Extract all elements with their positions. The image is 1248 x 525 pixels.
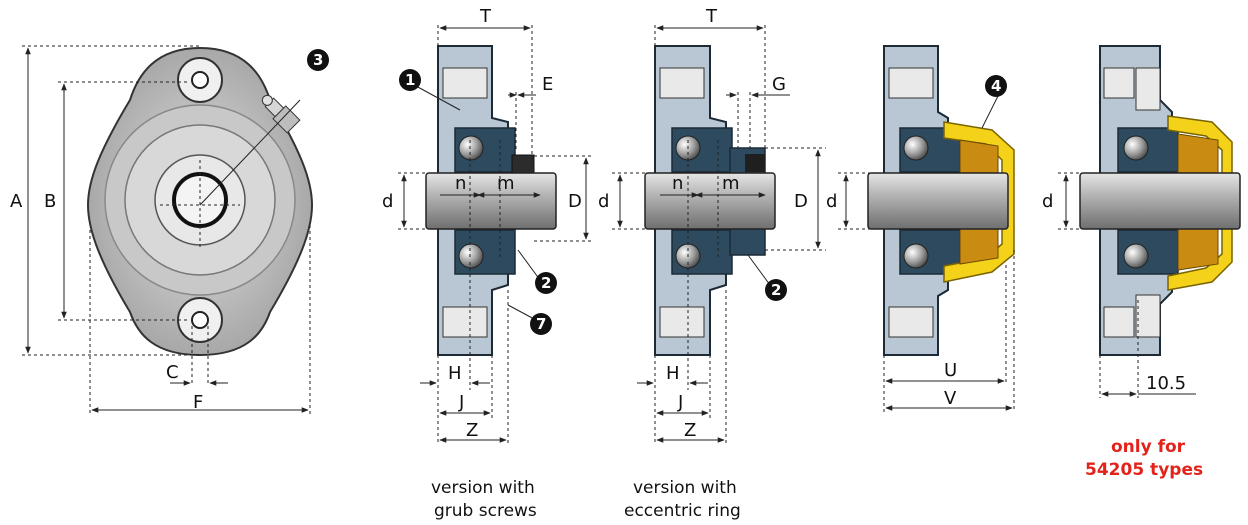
bore <box>172 172 228 228</box>
dim-label-B: B <box>44 191 56 212</box>
dim-label-Z-1: Z <box>466 420 478 441</box>
note-only-for: only for <box>1111 437 1186 457</box>
callout-2-grub <box>535 272 557 294</box>
dim-label-G: G <box>772 74 786 95</box>
dim-label-D-2: D <box>794 191 808 212</box>
dim-label-U: U <box>944 360 957 381</box>
dim-label-m-2: m <box>722 173 740 194</box>
dim-label-n-1: n <box>455 173 466 194</box>
section-eccentric-ring-version <box>612 25 826 445</box>
section-54205-types <box>1058 45 1241 398</box>
dim-label-E: E <box>542 74 553 95</box>
note-54205-types: 54205 types <box>1085 460 1203 480</box>
callout-3 <box>307 49 329 71</box>
dim-label-J-2: J <box>677 392 683 413</box>
caption-grub-line2: grub screws <box>434 501 537 521</box>
dim-label-H-2: H <box>666 363 680 384</box>
front-view <box>22 45 314 415</box>
dim-label-m-1: m <box>497 173 515 194</box>
callout-2-grub-number: 2 <box>541 274 551 292</box>
callout-3-number: 3 <box>313 51 323 69</box>
callout-1 <box>399 69 421 91</box>
callout-4-number: 4 <box>991 77 1001 95</box>
section-grub-screw-version <box>398 25 592 445</box>
callout-7-number: 7 <box>536 315 546 333</box>
dim-label-d-2: d <box>598 191 609 212</box>
callout-1-number: 1 <box>405 71 415 89</box>
dim-label-F: F <box>193 392 203 413</box>
callout-2-eccentric-number: 2 <box>771 281 781 299</box>
dim-label-A: A <box>10 191 23 212</box>
grease-nipple <box>261 94 301 134</box>
callout-4 <box>985 75 1007 97</box>
dim-label-C: C <box>166 362 179 383</box>
dim-label-D-1: D <box>568 191 582 212</box>
dim-label-T-2: T <box>705 6 718 27</box>
dim-label-d-1: d <box>382 191 393 212</box>
section-with-cover <box>838 45 1015 412</box>
callout-7 <box>530 313 552 335</box>
dim-label-d-3: d <box>826 191 837 212</box>
dim-label-d-4: d <box>1042 191 1053 212</box>
callout-2-eccentric <box>765 279 787 301</box>
dim-label-J-1: J <box>458 392 464 413</box>
dim-label-T-1: T <box>479 6 492 27</box>
dim-label-n-2: n <box>672 173 683 194</box>
dim-label-10-5: 10.5 <box>1146 373 1186 394</box>
dim-label-V: V <box>944 388 957 409</box>
dim-label-Z-2: Z <box>684 420 696 441</box>
caption-eccentric-line1: version with <box>633 478 737 498</box>
caption-eccentric-line2: eccentric ring <box>624 501 741 521</box>
caption-grub-line1: version with <box>431 478 535 498</box>
dim-label-H-1: H <box>448 363 462 384</box>
